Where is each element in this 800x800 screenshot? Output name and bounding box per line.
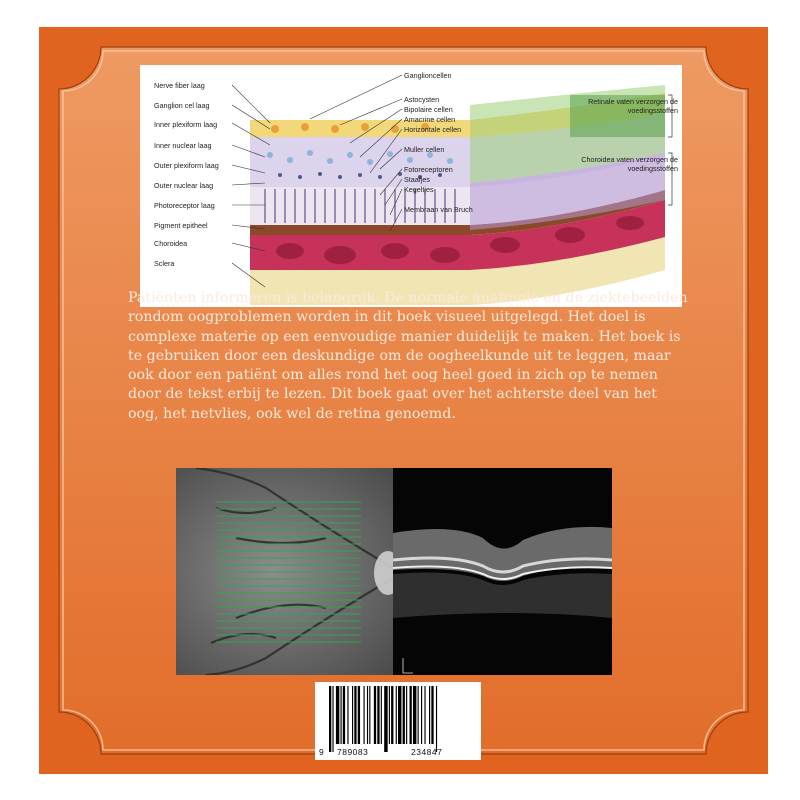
label-photoreceptor-layer: Photoreceptor laag <box>154 201 215 210</box>
label-outer-nuclear-layer: Outer nuclear laag <box>154 181 214 190</box>
barcode-bar <box>340 686 342 744</box>
label-ganglion-cell-layer: Ganglion cel laag <box>154 101 210 110</box>
label-inner-plexiform-layer: Inner plexiform laag <box>154 120 218 129</box>
barcode-bar <box>406 686 408 744</box>
label-choroidal-vessels: Choroidea vaten verzorgen de voedingssto… <box>581 155 678 173</box>
label-nerve-fiber-layer: Nerve fiber laag <box>154 81 205 90</box>
retina-anatomy-diagram: Nerve fiber laag Ganglion cel laag Inner… <box>140 65 682 307</box>
label-amacrine-cells: Amacrine cellen <box>404 115 456 124</box>
back-cover-blurb: Patiënten informeren is belangrijk. De n… <box>128 290 688 422</box>
label-horizontal-cells: Horizontale cellen <box>404 125 462 134</box>
barcode-bar <box>354 686 357 744</box>
barcode-bar <box>388 686 390 744</box>
label-pigment-epithelium: Pigment epitheel <box>154 221 208 230</box>
barcode-bar <box>357 686 361 744</box>
barcode-bars <box>329 686 438 752</box>
label-muller-cells: Muller cellen <box>404 145 445 154</box>
barcode-bar <box>402 686 405 744</box>
barcode-bar <box>363 686 365 744</box>
retina-layers-illustration <box>231 74 673 305</box>
fundus-infrared-image <box>176 468 393 675</box>
barcode-bar <box>352 686 354 744</box>
barcode-left-group: 789083 <box>337 747 369 757</box>
barcode-bar <box>335 686 340 744</box>
barcode-bar <box>431 686 434 744</box>
barcode-bar <box>380 686 382 744</box>
book-back-cover: Nerve fiber laag Ganglion cel laag Inner… <box>39 27 768 774</box>
label-bruch-membrane: Membraan van Bruch <box>404 205 473 214</box>
barcode-bar <box>429 686 431 744</box>
barcode-right-group: 234847 <box>411 747 443 757</box>
barcode-bar <box>373 686 377 744</box>
label-rods: Staafjes <box>404 175 430 184</box>
barcode-bar <box>409 686 412 744</box>
barcode-bar <box>329 686 332 752</box>
label-inner-nuclear-layer: Inner nuclear laag <box>154 141 212 150</box>
oct-retina-cross-section <box>393 526 612 674</box>
barcode-bar <box>369 686 371 744</box>
label-retinal-vessels: Retinale vaten verzorgen de voedingsstof… <box>588 97 678 115</box>
barcode-bar <box>332 686 334 752</box>
label-sclera: Sclera <box>154 259 175 268</box>
oct-scan-image <box>393 468 612 675</box>
barcode-lead-digit: 9 <box>319 747 325 757</box>
barcode-bar <box>398 686 402 744</box>
barcode-bar <box>424 686 426 744</box>
label-outer-plexiform-layer: Outer plexiform laag <box>154 161 219 170</box>
barcode-bar <box>395 686 397 744</box>
label-ganglion-cells: Ganglioncellen <box>404 71 452 80</box>
barcode-bar <box>347 686 349 744</box>
barcode-bar <box>391 686 394 744</box>
barcode-bar <box>412 686 417 744</box>
label-choroid: Choroidea <box>154 239 188 248</box>
barcode-bar <box>342 686 346 744</box>
barcode-bar <box>384 686 388 752</box>
label-bipolar-cells: Bipolaire cellen <box>404 105 453 114</box>
isbn-barcode: 9 789083 234847 <box>315 682 481 760</box>
barcode-bar <box>421 686 423 744</box>
barcode-bar <box>435 686 438 752</box>
barcode-bar <box>417 686 419 744</box>
label-cones: Kegeltjes <box>404 185 434 194</box>
label-astrocytes: Astocysten <box>404 95 440 104</box>
barcode-bar <box>366 686 369 744</box>
label-photoreceptors: Fotoreceptoren <box>404 165 453 174</box>
barcode-bar <box>377 686 380 744</box>
fundus-vessels-illustration <box>195 468 393 675</box>
